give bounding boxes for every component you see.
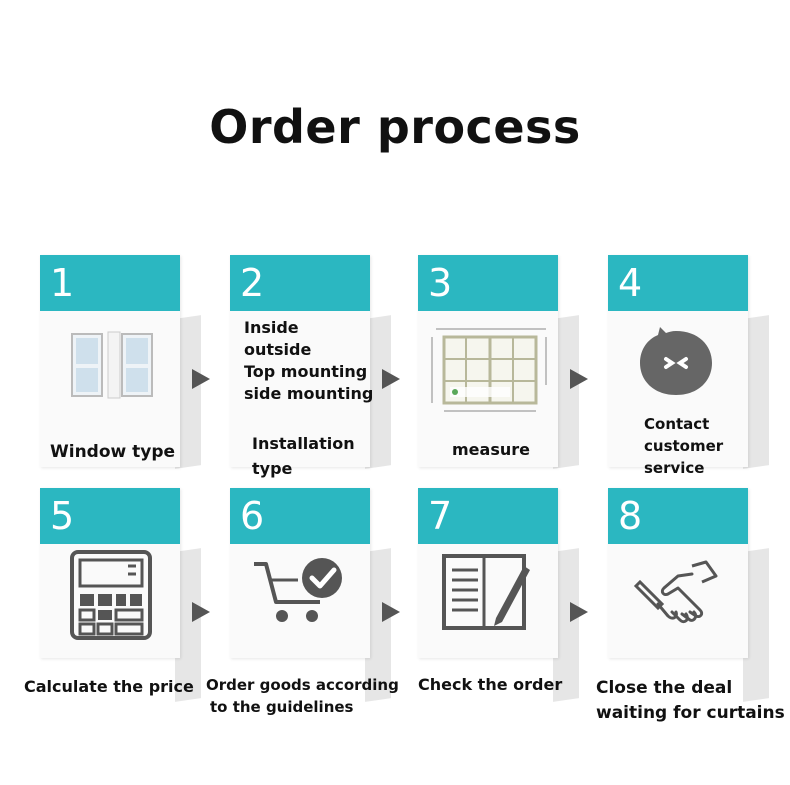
- next-arrow-icon: [570, 369, 588, 389]
- next-arrow-icon: [570, 602, 588, 622]
- step-number: 8: [608, 488, 748, 544]
- next-arrow-icon: [192, 602, 210, 622]
- option-inside: Inside: [244, 318, 299, 337]
- step-label: Window type: [50, 442, 176, 462]
- step-number: 6: [230, 488, 370, 544]
- step-label: Order goods according to the guidelines: [206, 676, 399, 716]
- option-side-mounting: side mounting: [244, 384, 374, 403]
- next-arrow-icon: [382, 602, 400, 622]
- step-number: 2: [230, 255, 370, 311]
- step-number: 1: [40, 255, 180, 311]
- step-5: 5 Calculate the price: [24, 488, 230, 703]
- step-2: 2 Inside outside Top mounting side mount…: [230, 255, 420, 478]
- chat-icon: [640, 327, 712, 395]
- step-label: Check the order: [418, 675, 563, 694]
- handshake-icon: [633, 560, 718, 624]
- step-4: 4 Contact customer service: [608, 255, 790, 477]
- window-icon: [71, 331, 153, 399]
- step-label: Installation type: [252, 434, 355, 478]
- step-label: Calculate the price: [24, 677, 194, 696]
- step-number: 3: [418, 255, 558, 311]
- step-label: Contact customer service: [644, 415, 724, 477]
- step-number: 4: [608, 255, 748, 311]
- step-1: 1 Window type: [40, 255, 230, 470]
- step-label: Close the deal waiting for curtains: [596, 678, 785, 723]
- step-7: 7 Check the order: [418, 488, 608, 703]
- step-number: 5: [40, 488, 180, 544]
- next-arrow-icon: [192, 369, 210, 389]
- step-label: measure: [452, 440, 530, 459]
- step-3: 3 measure: [418, 255, 608, 470]
- next-arrow-icon: [382, 369, 400, 389]
- installation-options: Inside outside Top mounting side mountin…: [244, 317, 373, 405]
- page-title: Order process: [209, 100, 581, 154]
- notebook-pen-icon: [442, 554, 530, 630]
- calculator-icon: [70, 550, 152, 640]
- step-8: 8 Close the deal waiting for curtains: [596, 488, 790, 723]
- shopping-cart-check-icon: [254, 558, 342, 622]
- option-outside: outside: [244, 340, 312, 359]
- option-top-mounting: Top mounting: [244, 362, 368, 381]
- step-6: 6 Order goods according to the guideline…: [206, 488, 420, 716]
- step-number: 7: [418, 488, 558, 544]
- window-measure-diagram: [431, 328, 547, 412]
